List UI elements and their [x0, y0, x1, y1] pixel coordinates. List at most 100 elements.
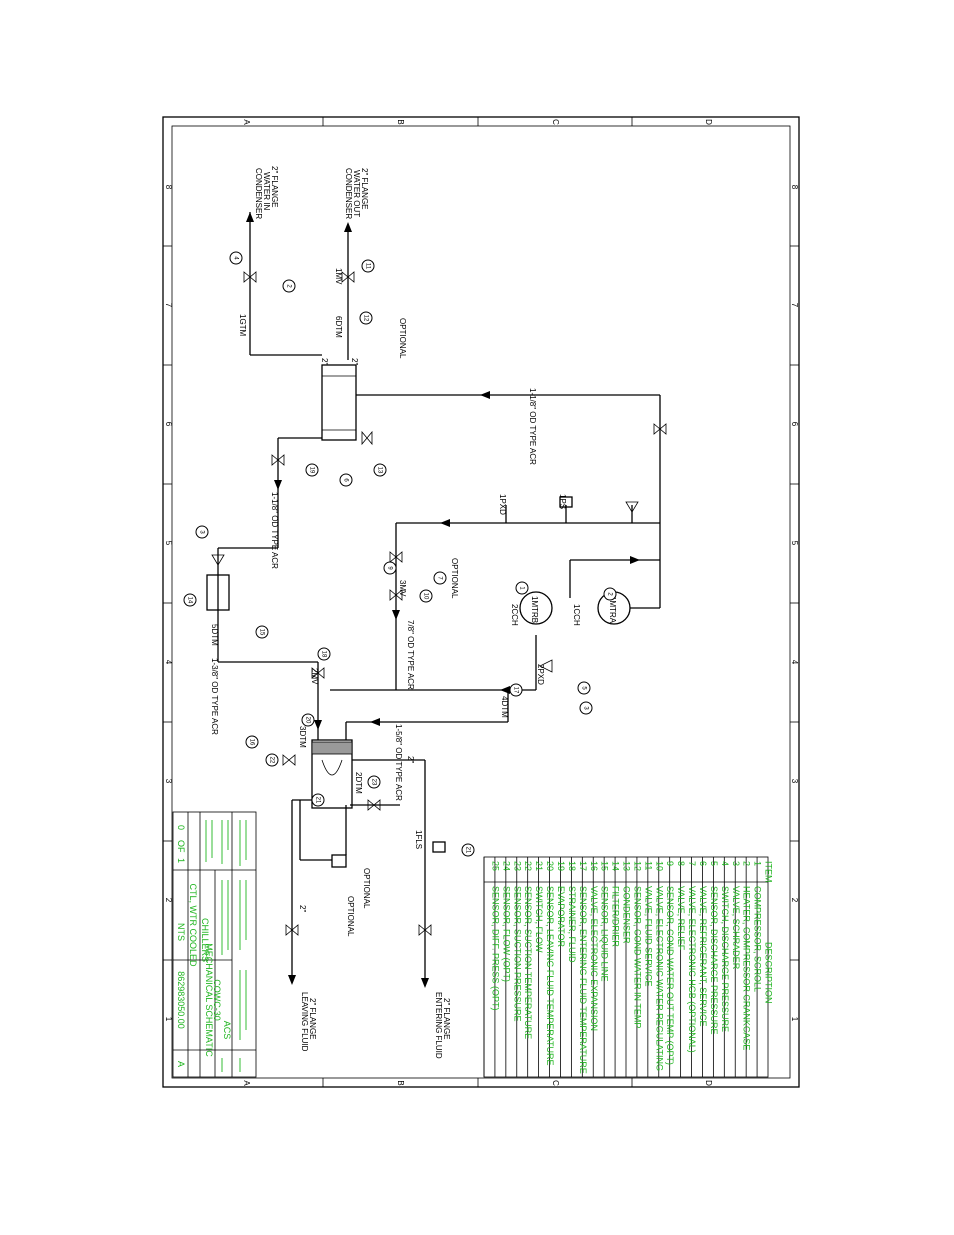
svg-text:1FLS: 1FLS — [414, 830, 423, 849]
zone-number-left-5: 5 — [164, 541, 173, 546]
legend-item-number: 21 — [534, 861, 544, 871]
item-bubble-circle — [229, 251, 243, 265]
title-drawing-number: 862983050.00 — [176, 971, 186, 1029]
item-bubble-number: 3 — [198, 530, 204, 534]
legend-item-number: 13 — [622, 861, 632, 871]
item-bubble: 21 — [461, 843, 475, 857]
zone-number-left-1: 1 — [164, 1017, 173, 1022]
legend-item-description: SENSOR, DIFF. PRESS (OPT) — [490, 886, 500, 1011]
item-bubble-circle — [265, 753, 279, 767]
legend-item-description: SENSOR, SUCTION TEMPERATURE — [523, 886, 533, 1039]
legend-item-number: 11 — [643, 861, 653, 870]
item-bubble: 12 — [359, 311, 373, 325]
item-bubble-circle — [311, 793, 325, 807]
diff-press-sensor — [331, 854, 347, 868]
item-bubble: 7 — [433, 571, 447, 585]
legend-item-number: 15 — [600, 861, 610, 871]
pipe-label-118-left: 1-1/8" OD TYPE ACR — [270, 492, 279, 569]
item-bubble-circle — [245, 735, 259, 749]
zone-number-left-4: 4 — [164, 660, 173, 665]
item-bubble-number: 19 — [308, 467, 314, 474]
zone-letter-bottom-d: D — [704, 1080, 713, 1086]
component-tags: 1MV 6DTM 1GTM 2" 2" 1PXD 1PS 3MV 1MTRB 1… — [210, 268, 617, 937]
item-bubble-circle — [305, 463, 319, 477]
item-bubble: 9 — [383, 561, 397, 575]
optional-label-top: OPTIONAL — [398, 318, 407, 359]
zone-letter-bottom-c: C — [551, 1080, 560, 1086]
item-bubble: 18 — [317, 647, 331, 661]
item-bubble-circle — [433, 571, 447, 585]
zone-letter-bottom-a: A — [242, 1080, 251, 1086]
legend-item-description: SWITCH, FLOW — [534, 886, 544, 953]
legend-item-number: 12 — [632, 861, 642, 871]
svg-text:2" FLANGE: 2" FLANGE — [308, 998, 317, 1040]
item-bubble-circle — [255, 625, 269, 639]
cond-water-in-label: CONDENSER WATER IN 2" FLANGE — [254, 166, 279, 219]
legend-item-description: SENSOR, LIQUID LINE — [600, 886, 610, 982]
legend-item-description: VALVE, RELIEF — [676, 886, 686, 951]
zone-letter-top-b: B — [396, 119, 405, 124]
svg-text:1MV: 1MV — [334, 268, 343, 285]
item-bubble-circle — [579, 701, 593, 715]
item-bubble: 1 — [515, 581, 529, 595]
legend-item-description: FILTER/DRIER — [611, 886, 621, 947]
svg-text:2DTM: 2DTM — [354, 772, 363, 794]
svg-text:2PXD: 2PXD — [536, 664, 545, 685]
svg-text:1PS: 1PS — [558, 494, 567, 509]
item-bubble-circle — [419, 589, 433, 603]
pipe-label-118-top: 1-1/8" OD TYPE ACR — [528, 388, 537, 465]
zone-number-right-4: 4 — [790, 660, 799, 665]
item-bubble-number: 12 — [362, 315, 368, 322]
pipe-label-158: 1-5/8" OD TYPE ACR — [394, 724, 403, 801]
item-bubble: 3 — [579, 701, 593, 715]
item-bubble-circle — [367, 775, 381, 789]
legend-item-description: EVAPORATOR — [556, 886, 566, 948]
legend-item-description: VALVE, SCHRADER — [731, 886, 741, 970]
zone-number-left-8: 8 — [164, 185, 173, 190]
item-bubble-circle — [509, 683, 523, 697]
filter-drier — [206, 574, 230, 611]
arrow-cond-out — [344, 222, 352, 232]
item-bubble-number: 2 — [285, 284, 291, 288]
item-bubble-circle — [461, 843, 475, 857]
compressor-1mtrb — [519, 591, 553, 625]
item-bubble: 2 — [282, 279, 296, 293]
legend-item-number: 2 — [742, 861, 752, 866]
legend-item-number: 18 — [567, 861, 577, 871]
legend-header-item: ITEM — [764, 861, 774, 883]
item-bubble-number: 14 — [186, 597, 192, 604]
item-bubble-number: 3 — [582, 706, 588, 710]
svg-text:1MTRB: 1MTRB — [530, 596, 539, 623]
zone-letter-bottom-b: B — [396, 1080, 405, 1085]
item-bubble-number: 18 — [320, 651, 326, 658]
item-bubble-circle — [383, 561, 397, 575]
item-bubble-circle — [282, 279, 296, 293]
item-bubble: 15 — [255, 625, 269, 639]
legend-item-description: VALVE, ELECTRONIC HGB (OPTIONAL) — [687, 886, 697, 1053]
svg-text:OPTIONAL: OPTIONAL — [346, 896, 355, 937]
svg-text:2": 2" — [406, 756, 415, 763]
legend-item-number: 19 — [556, 861, 566, 871]
svg-text:WATER IN: WATER IN — [262, 172, 271, 210]
zone-number-left-2: 2 — [164, 898, 173, 903]
legend-item-description: VALVE, ELECTRONIC EXPANSION — [589, 886, 599, 1031]
svg-text:LEAVING FLUID: LEAVING FLUID — [300, 992, 309, 1052]
pressure-switch-1ps — [559, 496, 573, 508]
legend-item-description: SENSOR, LEAVING FLUID TEMPERATURE — [545, 886, 555, 1066]
item-bubble: 17 — [509, 683, 523, 697]
legend-item-number: 14 — [611, 861, 621, 871]
pipe-label-78: 7/8" OD TYPE ACR — [406, 620, 415, 690]
zone-number-right-8: 8 — [790, 185, 799, 190]
flow-switch-1fls — [432, 841, 446, 853]
legend-item-number: 10 — [654, 861, 664, 871]
legend-item-number: 4 — [720, 861, 730, 866]
item-bubble-number: 7 — [436, 576, 442, 580]
svg-text:4DTM: 4DTM — [500, 696, 509, 718]
svg-text:CONDENSER: CONDENSER — [344, 168, 353, 219]
svg-text:2" FLANGE: 2" FLANGE — [270, 166, 279, 208]
legend-item-number: 7 — [687, 861, 697, 866]
item-bubble-number: 6 — [342, 478, 348, 482]
item-bubble: 6 — [339, 473, 353, 487]
